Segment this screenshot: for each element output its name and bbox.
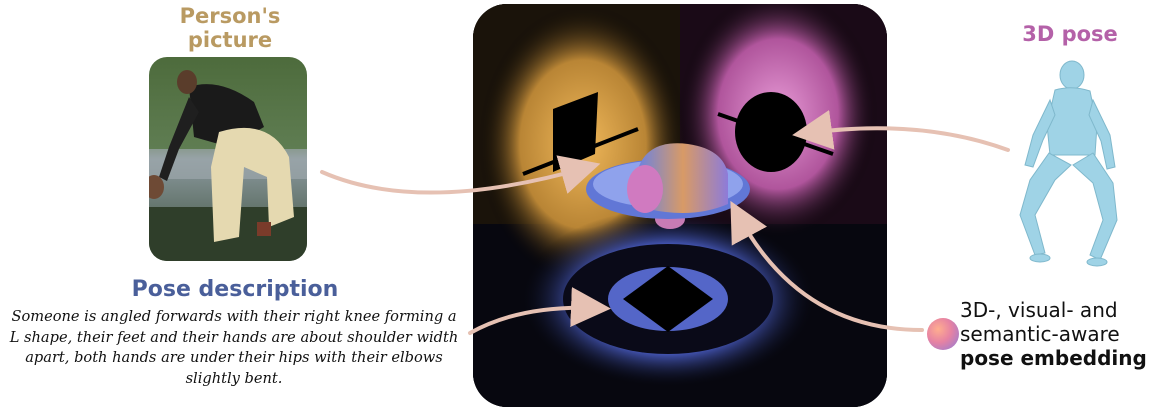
pose-embedding-icon [927,318,959,350]
embedding-label-line2: semantic-aware [960,322,1120,346]
person-photo [149,57,307,261]
embedding-label-line1: 3D-, visual- and [960,298,1118,322]
persons-picture-title-line2: picture [187,28,273,52]
embedding-label-line3: pose embedding [960,346,1147,370]
persons-picture-title-line1: Person's [179,4,281,28]
persons-picture-title: Person's picture [150,4,310,52]
3d-body-figure [985,55,1155,275]
pose-description-title: Pose description [131,277,339,302]
embedding-scene [473,4,887,407]
pose-description-text: Someone is angled forwards with their ri… [9,308,459,387]
3d-pose-title: 3D pose [1022,22,1118,46]
